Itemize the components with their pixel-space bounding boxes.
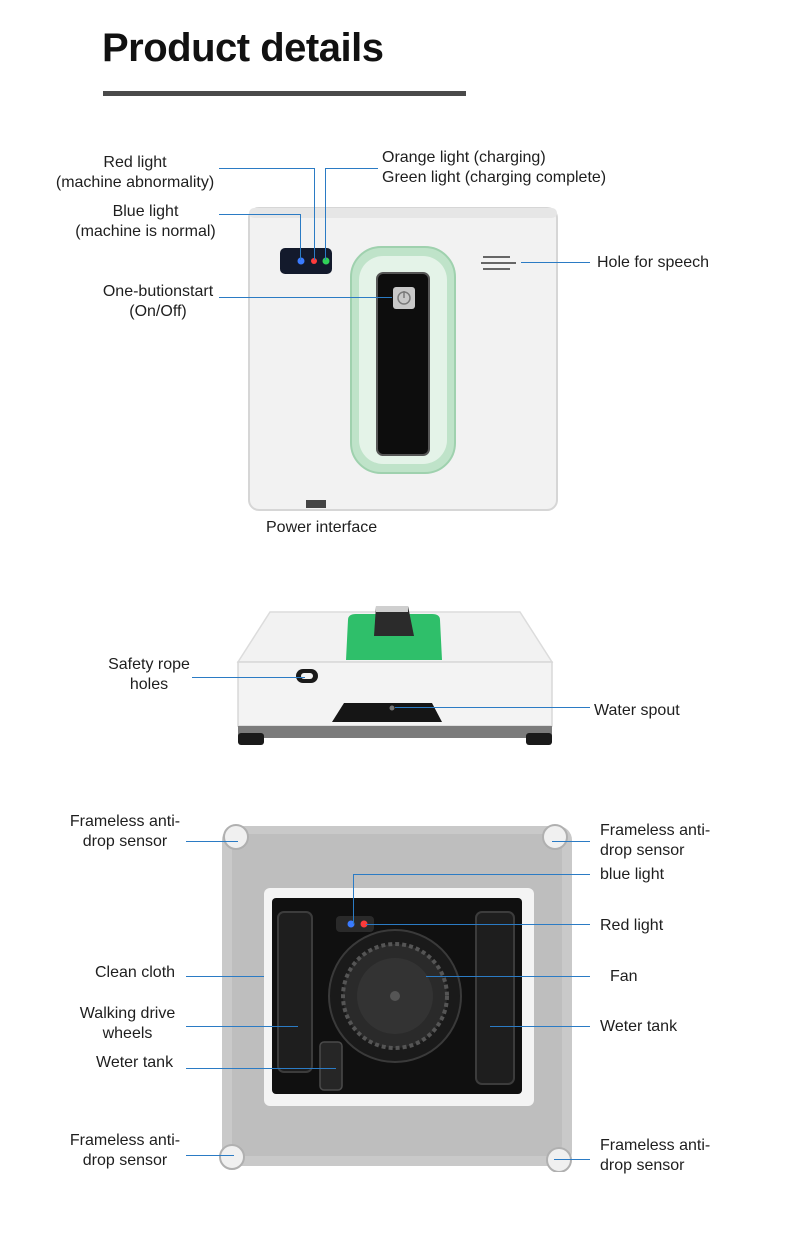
water-spout-label: Water spout — [594, 702, 680, 719]
sensor-top-left-label: Frameless anti-drop sensor — [69, 813, 181, 850]
sensor-bottom-left-label: Frameless anti-drop sensor — [69, 1132, 181, 1169]
power-interface-label: Power interface — [266, 519, 378, 536]
speaker-label: Hole for speech — [597, 254, 710, 271]
side-view-device — [236, 606, 554, 745]
leader-clean-cloth — [186, 976, 264, 977]
blue-light-label: Blue light(machine is normal) — [75, 203, 216, 240]
leader-blue-h — [219, 214, 301, 215]
leader-button — [219, 297, 392, 298]
leader-spout — [395, 707, 590, 708]
leader-fan — [426, 976, 590, 977]
sensor-bottom-right-label: Frameless anti-drop sensor — [600, 1137, 711, 1174]
leader-blue-bottom-h — [353, 874, 590, 875]
leader-red-bottom — [366, 924, 590, 925]
clean-cloth-label: Clean cloth — [95, 964, 176, 981]
charging-light-label: Orange light (charging)Green light (char… — [382, 149, 607, 186]
fan-label: Fan — [610, 968, 638, 985]
water-tank-left-label: Weter tank — [96, 1054, 174, 1071]
bottom-view-device — [219, 824, 572, 1172]
leader-speaker — [521, 262, 590, 263]
leader-blue-bottom-v — [353, 874, 354, 924]
water-tank-right-label: Weter tank — [600, 1018, 678, 1035]
leader-tank-left — [186, 1068, 336, 1069]
title-underline — [103, 91, 466, 96]
leader-sensor-tr — [552, 841, 590, 842]
leader-tank-right — [490, 1026, 590, 1027]
leader-red-h — [219, 168, 315, 169]
blue-light-bottom-label: blue light — [600, 866, 665, 883]
leader-red-v — [314, 168, 315, 260]
leader-sensor-br — [554, 1159, 590, 1160]
sensor-top-right-label: Frameless anti-drop sensor — [600, 822, 711, 859]
leader-rope — [192, 677, 305, 678]
leader-green-h — [325, 168, 378, 169]
leader-sensor-tl — [186, 841, 238, 842]
leader-green-v — [325, 168, 326, 260]
page-title: Product details — [102, 26, 384, 70]
red-light-label: Red light(machine abnormality) — [55, 154, 215, 191]
leader-wheels — [186, 1026, 298, 1027]
red-light-bottom-label: Red light — [600, 917, 664, 934]
leader-blue-v — [300, 214, 301, 260]
power-button-label: One-butionstart(On/Off) — [102, 283, 214, 320]
leader-sensor-bl — [186, 1155, 234, 1156]
top-view-device — [248, 207, 558, 511]
